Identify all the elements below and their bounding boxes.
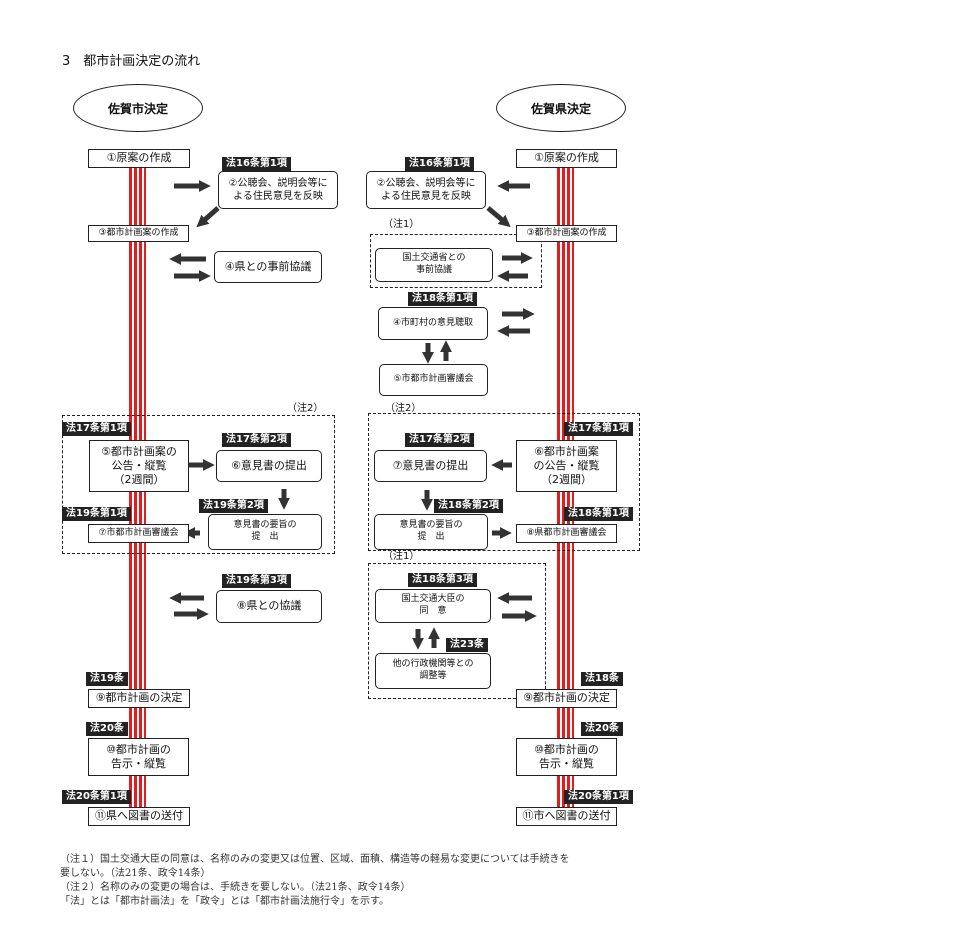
right-note2: （注2） <box>385 403 422 414</box>
right-law18-label: 法18条 <box>581 672 623 686</box>
right-note2-group <box>368 413 640 551</box>
right-step11-box: ⑪市へ図書の送付 <box>516 807 617 826</box>
left-step9-box: ⑨都市計画の決定 <box>88 689 190 708</box>
right-step3-box: ③都市計画案の作成 <box>516 225 617 242</box>
right-step5-box: ⑤市都市計画審議会 <box>379 364 488 396</box>
page-title: 3 都市計画決定の流れ <box>62 54 201 69</box>
left-header-oval: 佐賀市決定 <box>73 84 203 132</box>
left-law19-3-label: 法19条第3項 <box>222 574 291 588</box>
right-step8-box: ⑧県都市計画審議会 <box>516 524 617 543</box>
left-note2: （注2） <box>287 403 324 414</box>
left-law20-label: 法20条 <box>86 722 128 736</box>
left-note2-group <box>62 415 335 554</box>
left-law17-1-label: 法17条第1項 <box>62 422 131 436</box>
right-note1-group-bottom <box>368 563 546 699</box>
arrow-r2 <box>486 206 511 228</box>
left-opinion-summary-box: 意見書の要旨の 提 出 <box>208 514 322 550</box>
left-law20-1-label: 法20条第1項 <box>62 790 131 804</box>
left-step2-box: ②公聴会、説明会等に よる住民意見を反映 <box>218 171 338 209</box>
left-step7-box: ⑦市都市計画審議会 <box>88 524 189 543</box>
right-law23-label: 法23条 <box>446 638 488 652</box>
left-step4-box: ④県との事前協議 <box>214 251 322 283</box>
footnote-legend: 「法」とは「都市計画法」を「政令」とは「都市計画法施行令」を示す。 <box>60 896 389 907</box>
left-law19-1-label: 法19条第1項 <box>62 507 131 521</box>
right-law18-1b-label: 法18条第1項 <box>564 507 633 521</box>
left-step8-box: ⑧県との協議 <box>216 590 322 623</box>
left-step5-box: ⑤都市計画案の 公告・縦覧 （2週間） <box>89 440 189 492</box>
right-step2-box: ②公聴会、説明会等に よる住民意見を反映 <box>366 171 486 209</box>
right-step4-box: ④市町村の意見聴取 <box>378 307 488 340</box>
left-step6-box: ⑥意見書の提出 <box>216 450 322 482</box>
right-law18-3-label: 法18条第3項 <box>408 573 477 587</box>
right-law18-2-label: 法18条第2項 <box>434 499 503 513</box>
right-step1-box: ①原案の作成 <box>516 149 617 168</box>
right-step9-box: ⑨都市計画の決定 <box>516 689 617 708</box>
footnote-1b: 要しない。（法21条、政令14条） <box>60 868 211 879</box>
left-law19-2-label: 法19条第2項 <box>199 499 268 513</box>
right-law16-1-label: 法16条第1項 <box>405 157 474 171</box>
left-step3-box: ③都市計画案の作成 <box>88 225 189 242</box>
right-note1-group-top <box>370 234 542 288</box>
right-note1-top: （注1） <box>383 219 420 230</box>
right-law20-label: 法20条 <box>581 722 623 736</box>
right-header-oval: 佐賀県決定 <box>496 84 626 132</box>
right-step7-box: ⑦意見書の提出 <box>374 450 487 482</box>
left-step11-box: ⑪県へ図書の送付 <box>88 807 190 826</box>
right-mlit-prior-consult-box: 国土交通省との 事前協議 <box>375 248 493 282</box>
right-law17-1-label: 法17条第1項 <box>564 422 633 436</box>
left-step10-box: ⑩都市計画の 告示・縦覧 <box>88 738 189 776</box>
left-law17-2-label: 法17条第2項 <box>222 433 291 447</box>
footnote-2: （注２）名称のみの変更の場合は、手続きを要しない。（法21条、政令14条） <box>60 882 411 893</box>
left-step1-box: ①原案の作成 <box>88 149 190 168</box>
right-step10-box: ⑩都市計画の 告示・縦覧 <box>516 738 617 776</box>
right-note1-bottom: （注1） <box>383 551 420 562</box>
right-law17-2-label: 法17条第2項 <box>405 433 474 447</box>
left-law16-1-label: 法16条第1項 <box>222 157 291 171</box>
left-law19-label: 法19条 <box>86 672 128 686</box>
right-other-agencies-box: 他の行政機関等との 調整等 <box>375 653 491 689</box>
arrow-l2 <box>196 206 220 228</box>
right-law18-1-label: 法18条第1項 <box>408 292 477 306</box>
right-law20-1-label: 法20条第1項 <box>564 790 633 804</box>
right-step6-box: ⑥都市計画案 の公告・縦覧 （2週間） <box>516 440 617 492</box>
footnote-1a: （注１）国土交通大臣の同意は、名称のみの変更又は位置、区域、面積、構造等の軽易な… <box>60 854 570 865</box>
right-opinion-summary-box: 意見書の要旨の 提 出 <box>374 514 488 550</box>
right-mlit-consent-box: 国土交通大臣の 同 意 <box>375 589 491 623</box>
